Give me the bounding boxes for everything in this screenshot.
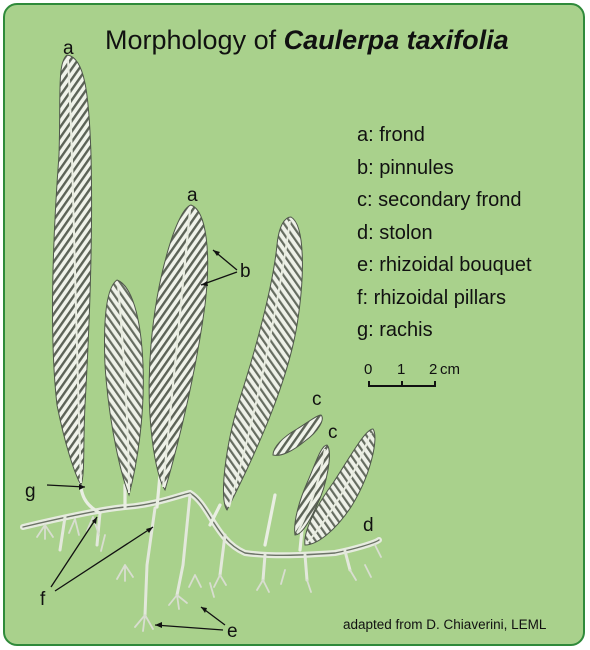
label-a-tall: a (63, 38, 74, 59)
secondary-frond-upper (273, 415, 322, 455)
frond-center (149, 205, 207, 490)
frond-right (223, 217, 302, 510)
title-species: Caulerpa taxifolia (284, 25, 509, 55)
scale-tick-2: 2 (429, 361, 437, 378)
label-f: f (40, 589, 46, 610)
legend-item: f: rhizoidal pillars (357, 282, 532, 315)
legend-item: b: pinnules (357, 152, 532, 185)
label-b: b (240, 261, 251, 282)
frond-left-small (105, 280, 144, 495)
frond-tall-left (53, 55, 92, 485)
scale-unit: cm (440, 361, 460, 378)
fronds (53, 55, 375, 545)
legend-item: a: frond (357, 119, 532, 152)
legend-item: c: secondary frond (357, 184, 532, 217)
label-e: e (227, 621, 238, 642)
rachises (80, 475, 305, 550)
label-a-center: a (187, 185, 198, 206)
label-g: g (25, 481, 36, 502)
image-credit: adapted from D. Chiaverini, LEML (343, 617, 546, 632)
legend-item: d: stolon (357, 217, 532, 250)
title-prefix: Morphology of (105, 25, 284, 55)
diagram-panel: a a b c c d e f g Morphology of C (3, 3, 585, 646)
legend-list: a: frond b: pinnules c: secondary frond … (357, 119, 532, 347)
legend-item: g: rachis (357, 314, 532, 347)
legend-item: e: rhizoidal bouquet (357, 249, 532, 282)
label-c-upper: c (312, 389, 322, 410)
label-d: d (363, 515, 374, 536)
scale-tick-1: 1 (397, 361, 405, 378)
scale-bar: 0 1 2 cm (360, 361, 490, 401)
scale-bar-mid-tick (401, 381, 403, 387)
label-c-lower: c (328, 422, 338, 443)
page-title: Morphology of Caulerpa taxifolia (105, 25, 509, 56)
rhizoidal-bouquets (37, 517, 381, 631)
scale-tick-0: 0 (364, 361, 372, 378)
